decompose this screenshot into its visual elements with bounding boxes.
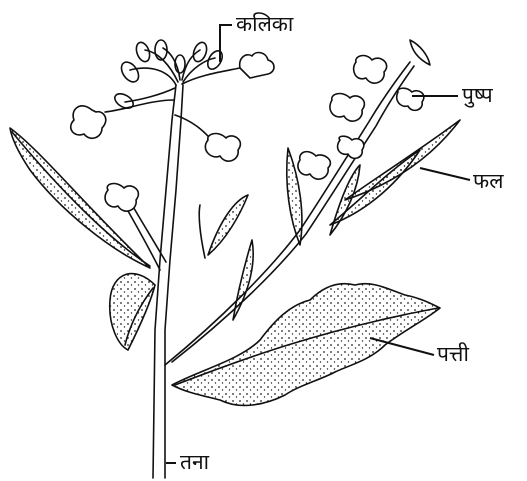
flower-label: पुष्प (462, 85, 493, 106)
fruit-leader-line (420, 168, 470, 180)
main-stem-pods (199, 195, 253, 320)
fruit-label: फल (473, 171, 503, 192)
stem-label: तना (180, 452, 209, 473)
main-stem (153, 85, 183, 478)
lower-left-leaf (110, 274, 155, 350)
bud-label: कलिका (236, 14, 293, 35)
lower-right-leaf (172, 284, 440, 406)
leaf-label: पत्ती (437, 344, 469, 365)
main-flowers (71, 53, 274, 212)
right-fruits (287, 120, 460, 245)
